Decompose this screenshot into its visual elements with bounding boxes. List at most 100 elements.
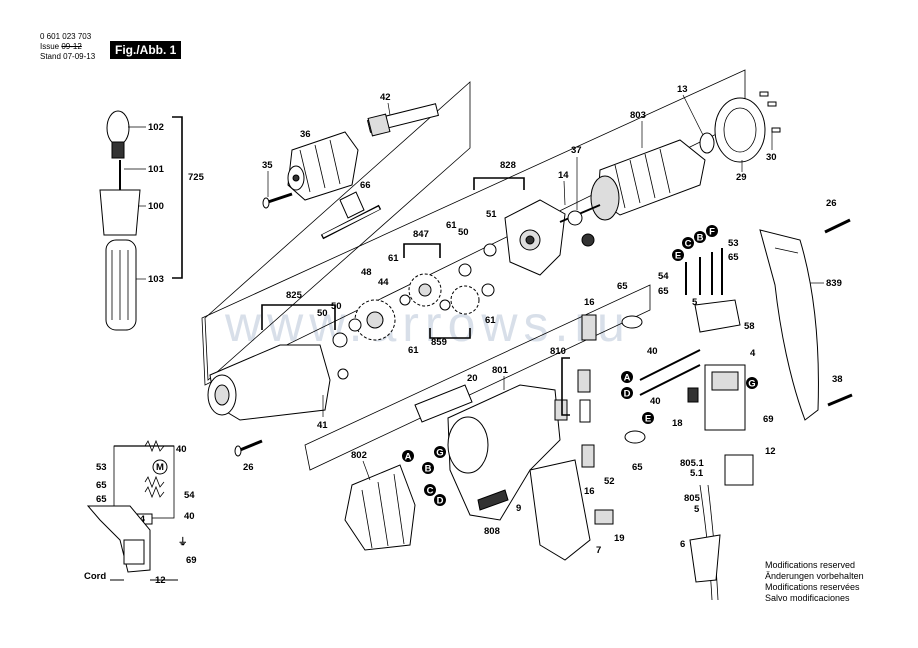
wiring-label-53: 53 [96, 462, 107, 473]
housing-frame [304, 284, 651, 471]
label-102: 102 [148, 122, 164, 133]
label-825: 825 [286, 290, 303, 301]
modifications-notice: Modifications reserved Änderungen vorbeh… [765, 560, 864, 604]
label-4: 4 [750, 348, 756, 359]
switch-part [639, 299, 746, 431]
wiring-label-65b: 65 [96, 494, 107, 505]
label-65b: 65 [658, 286, 669, 297]
label-61d: 61 [408, 345, 419, 356]
label-26b: 26 [826, 198, 837, 209]
armature-part [559, 132, 715, 247]
issue-value: 09-12 [61, 42, 82, 51]
figure-label: Fig./Abb. 1 [110, 41, 182, 59]
label-810: 810 [550, 346, 566, 357]
mods-fr: Modifications reservées [765, 582, 860, 592]
callout-g2: G [748, 379, 755, 390]
screw-part [262, 192, 293, 209]
label-805-1: 805.1 [680, 458, 704, 469]
stand-value: 07-09-13 [63, 52, 96, 61]
callout-c: C [427, 486, 434, 497]
label-5b: 5 [694, 504, 700, 515]
label-847: 847 [413, 229, 429, 240]
callout-a2: A [624, 373, 631, 384]
label-803: 803 [630, 110, 646, 121]
label-16a: 16 [584, 297, 595, 308]
issue-row: Issue 09-12 [40, 42, 82, 52]
ground-icon: ⏚ [178, 537, 188, 548]
label-6: 6 [680, 539, 685, 550]
callout-markers: A B G C D A D E E C B F G [402, 225, 758, 507]
label-51: 51 [486, 209, 497, 220]
callout-b: B [425, 464, 432, 475]
label-66: 66 [360, 180, 371, 191]
label-65d: 65 [632, 462, 643, 473]
label-65c: 65 [728, 252, 739, 263]
label-16b: 16 [584, 486, 595, 497]
label-7: 7 [596, 545, 601, 556]
chuck-assembly-frame [204, 81, 471, 381]
label-50c: 50 [317, 308, 328, 319]
label-41: 41 [317, 420, 328, 431]
label-801: 801 [492, 365, 509, 376]
mods-es: Salvo modificaciones [765, 593, 850, 603]
label-13: 13 [677, 84, 688, 95]
wiring-diagram: M 3 6 5 4 40 53 65 65 54 40 69 12 Cord ⏚ [84, 439, 197, 586]
label-808: 808 [484, 526, 500, 537]
wiring-label-40a: 40 [176, 444, 187, 455]
label-5-1: 5.1 [690, 468, 704, 479]
mods-en: Modifications reserved [765, 560, 856, 570]
wiring-label-12: 12 [155, 575, 166, 586]
issue-label: Issue [40, 42, 60, 51]
wiring-label-69: 69 [186, 555, 197, 566]
bracket-828 [473, 177, 525, 190]
document-number: 0 601 023 703 [40, 32, 92, 41]
label-37: 37 [571, 145, 582, 156]
label-100: 100 [148, 201, 164, 212]
nameplate-part [414, 384, 473, 423]
mods-de: Änderungen vorbehalten [765, 571, 864, 581]
motor-symbol: M [156, 462, 164, 473]
label-9: 9 [516, 503, 521, 514]
label-35: 35 [262, 160, 273, 171]
wiring-label-65a: 65 [96, 480, 107, 491]
label-725: 725 [188, 172, 205, 183]
label-19: 19 [614, 533, 625, 544]
label-5: 5 [692, 297, 698, 308]
bracket-859 [429, 328, 471, 339]
label-103: 103 [148, 274, 164, 285]
label-42: 42 [380, 92, 391, 103]
label-18: 18 [672, 418, 683, 429]
bracket-810 [561, 357, 570, 416]
label-52: 52 [604, 476, 615, 487]
brush-holder-part [577, 314, 646, 525]
chuck-part [287, 131, 359, 201]
label-61c: 61 [485, 315, 496, 326]
label-14: 14 [558, 170, 569, 181]
gear-assembly-frame [201, 69, 746, 386]
label-36: 36 [300, 129, 311, 140]
label-69: 69 [763, 414, 774, 425]
label-48: 48 [361, 267, 372, 278]
handle-screws-part [824, 218, 853, 407]
wiring-label-40b: 40 [184, 511, 195, 522]
fan-guide-part [714, 91, 781, 163]
chuck-key-part [320, 191, 382, 240]
callout-a: A [405, 452, 412, 463]
label-61b: 61 [388, 253, 399, 264]
stand-row: Stand 07-09-13 [40, 52, 95, 62]
label-12: 12 [765, 446, 776, 457]
suppressor-part [724, 454, 754, 486]
rating-plate-part [477, 489, 509, 511]
spindle-part [366, 103, 440, 137]
label-40b-main: 40 [650, 396, 661, 407]
callout-c2: C [685, 239, 692, 250]
bracket-847 [403, 243, 441, 258]
label-828: 828 [500, 160, 516, 171]
cable-part [689, 484, 721, 601]
label-53: 53 [728, 238, 739, 249]
bearing-plate-part [504, 199, 566, 276]
callout-e2: E [645, 414, 651, 425]
auxiliary-handle-part [99, 110, 141, 331]
field-coil-part [344, 464, 416, 551]
label-54: 54 [658, 271, 669, 282]
